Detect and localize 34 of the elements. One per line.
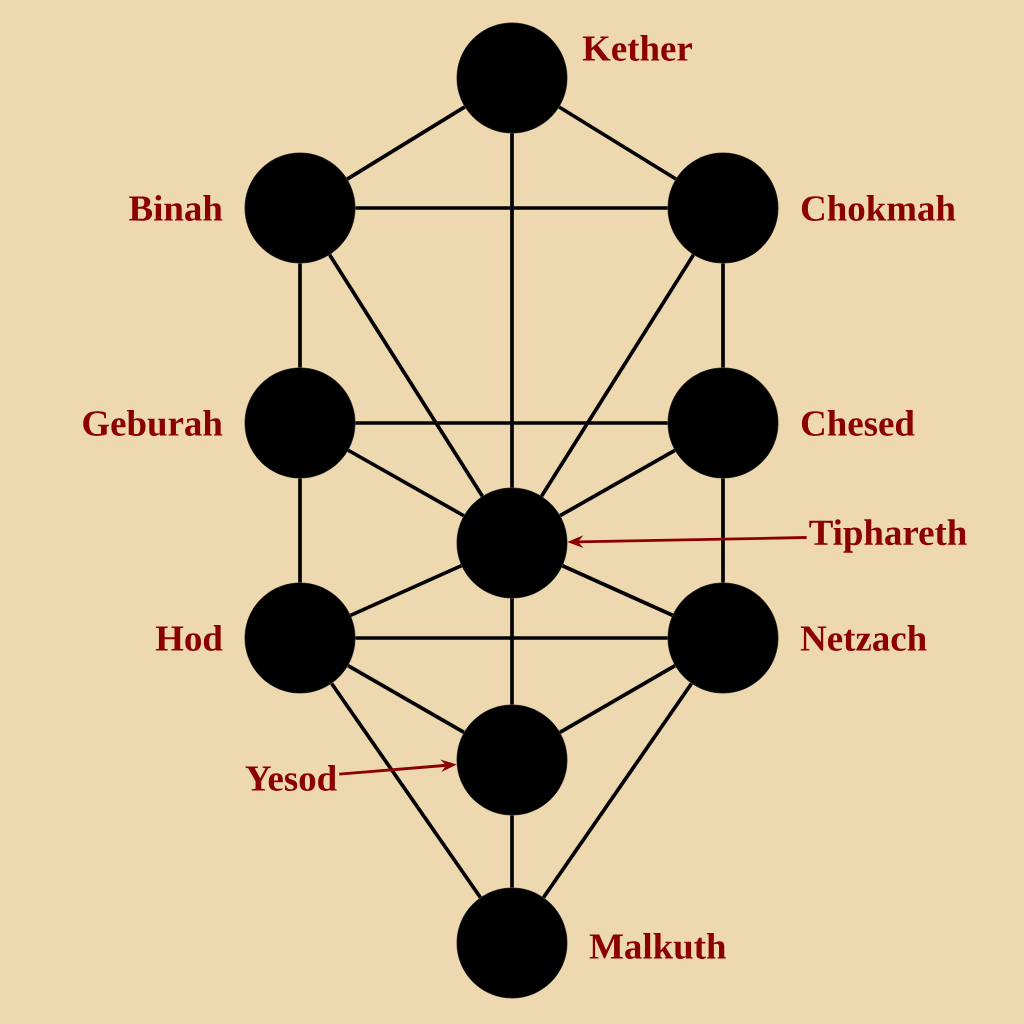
- connecting-line: [721, 478, 725, 583]
- node-label: Tiphareth: [809, 519, 967, 553]
- circle: [456, 487, 568, 599]
- connecting-line: [561, 564, 674, 617]
- connecting-line: [298, 263, 302, 368]
- connecting-line: [721, 263, 725, 368]
- connecting-line: [298, 478, 302, 583]
- node-label: Kether: [582, 35, 692, 61]
- connecting-line: [559, 664, 676, 734]
- connecting-line: [355, 206, 668, 210]
- node-label: Yesod: [245, 765, 337, 791]
- connecting-line: [510, 815, 514, 888]
- node-label: Binah: [129, 195, 223, 221]
- connecting-line: [328, 253, 484, 498]
- connecting-line: [349, 563, 463, 618]
- connecting-line: [355, 636, 668, 640]
- connecting-line: [559, 448, 676, 518]
- connecting-line: [558, 105, 677, 181]
- connecting-line: [539, 253, 696, 498]
- connecting-line: [330, 682, 482, 899]
- connecting-line: [510, 598, 514, 705]
- node-label: Geburah: [83, 409, 223, 436]
- node-label: Hod: [155, 625, 223, 651]
- node-label: Malkuth: [589, 932, 726, 959]
- node-label: Netzach: [800, 625, 927, 651]
- circle: [456, 704, 568, 816]
- connecting-line: [541, 682, 694, 899]
- connecting-line: [347, 448, 465, 518]
- connecting-line: [355, 421, 668, 425]
- connecting-line: [510, 133, 514, 488]
- node-label: Chokmah: [801, 195, 956, 221]
- connecting-line: [346, 105, 466, 181]
- node-label: Chesed: [801, 410, 915, 436]
- connecting-line: [347, 664, 465, 734]
